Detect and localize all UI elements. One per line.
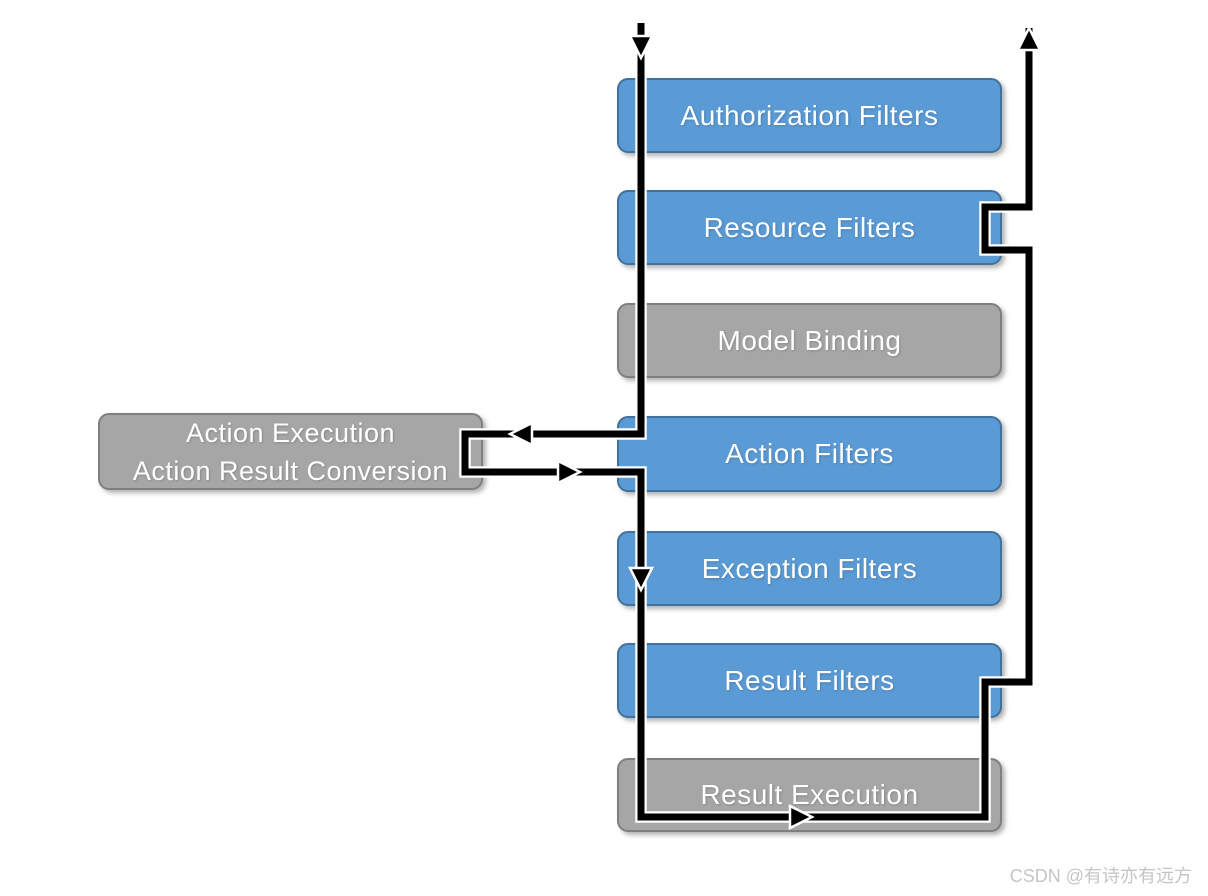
pipeline-box-authorization-filters: Authorization Filters <box>617 78 1002 153</box>
pipeline-box-resource-filters: Resource Filters <box>617 190 1002 265</box>
side-box-line: Action Result Conversion <box>132 455 449 486</box>
side-box-line: Action Execution <box>185 417 396 448</box>
pipeline-box-result-filters: Result Filters <box>617 643 1002 718</box>
pipeline-box-result-execution: Result Execution <box>617 758 1002 832</box>
watermark: CSDN @有诗亦有远方 <box>1009 866 1192 886</box>
pipeline-box-exception-filters: Exception Filters <box>617 531 1002 606</box>
pipeline-box-model-binding: Model Binding <box>617 303 1002 378</box>
pipeline-box-action-filters: Action Filters <box>617 416 1002 492</box>
